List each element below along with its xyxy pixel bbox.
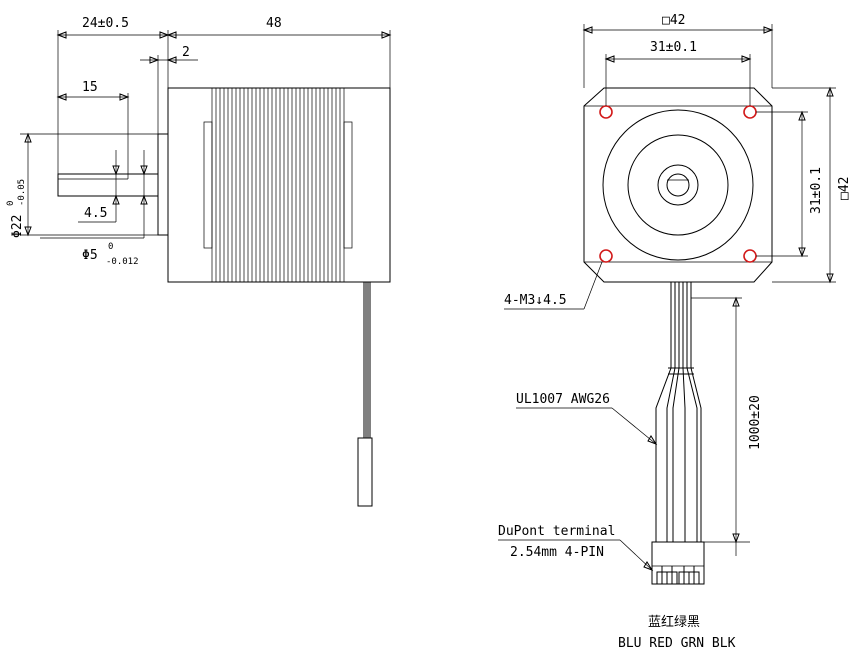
connector-pins — [656, 566, 700, 585]
dim-hole-spacing-v-label: 31±0.1 — [809, 167, 824, 214]
dim-hole-spacing-h-label: 31±0.1 — [650, 40, 697, 55]
side-connector — [357, 437, 373, 507]
dim-frame-height-label: □42 — [837, 177, 852, 200]
dim-boss-tol-upper: 0 — [6, 201, 16, 206]
dim-flat-length-label: 15 — [82, 80, 98, 95]
front-cable — [655, 282, 702, 542]
dim-length-label: 48 — [266, 16, 282, 31]
cooling-fins — [211, 88, 345, 282]
dim-shaft-tol-upper: 0 — [108, 242, 113, 252]
left-cap-outline — [203, 121, 213, 249]
wire-colors-cn-label: 蓝红绿黑 — [648, 614, 700, 630]
dim-frame-width-label: □42 — [662, 13, 685, 28]
dim-boss-dia-label: Φ22 — [10, 215, 25, 238]
dim-boss-height-label: 2 — [182, 45, 190, 60]
side-cable — [363, 282, 371, 438]
shaft-inner-circle — [666, 173, 690, 197]
right-cap-outline — [343, 121, 353, 249]
shaft-outline — [57, 173, 159, 197]
dim-mount-holes-label: 4-M3↓4.5 — [504, 293, 567, 308]
shaft-outer-circle — [657, 164, 699, 206]
dim-shaft-dia-label: Φ5 — [82, 248, 98, 263]
frame-outline — [583, 87, 773, 283]
side-view: 48 24±0.5 2 15 4.5 Φ5 0 -0.012 — [6, 16, 392, 507]
outer-boss-circle — [602, 109, 754, 261]
dim-cable-length-label: 1000±20 — [748, 395, 763, 450]
mount-hole-tr — [743, 105, 757, 119]
dim-flat-depth-label: 4.5 — [84, 206, 107, 221]
inner-boss-circle — [627, 134, 729, 236]
mount-hole-tl — [599, 105, 613, 119]
motor-body-outline — [167, 87, 391, 283]
dupont-connector — [651, 541, 705, 585]
connector-label-line2: 2.54mm 4-PIN — [510, 545, 604, 560]
dim-shaft-tol-lower: -0.012 — [106, 257, 139, 267]
wire-colors-en-label: BLU RED GRN BLK — [618, 636, 736, 651]
connector-label-line1: DuPont terminal — [498, 524, 615, 539]
dim-boss-tol-lower: -0.05 — [17, 179, 27, 206]
dim-shaft-length-label: 24±0.5 — [82, 16, 129, 31]
mount-hole-br — [743, 249, 757, 263]
front-view: □42 31±0.1 31±0.1 □42 4-M3↓4.5 — [498, 13, 852, 651]
boss-outline — [157, 133, 169, 236]
cable-spec-label: UL1007 AWG26 — [516, 392, 610, 407]
mount-hole-bl — [599, 249, 613, 263]
